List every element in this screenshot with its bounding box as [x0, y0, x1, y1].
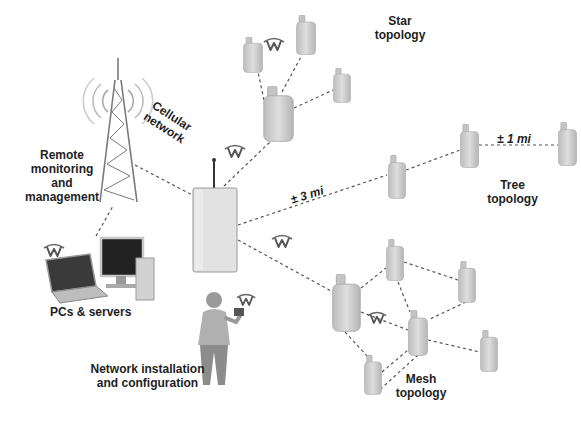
mesh-link — [428, 302, 466, 320]
brand-logo — [237, 294, 255, 305]
gateway-unit — [193, 158, 237, 272]
star-link — [294, 90, 333, 108]
star-link — [282, 55, 302, 92]
computers — [46, 238, 154, 303]
radio-device — [460, 124, 478, 167]
dashed-links — [96, 55, 558, 395]
cellular-link — [135, 165, 198, 198]
tree-link — [406, 150, 460, 170]
radio-device — [364, 355, 381, 395]
radio-device — [333, 68, 350, 103]
text-label: ± 3 mi — [289, 183, 326, 206]
brand-logos — [44, 39, 386, 324]
tree-uplink — [238, 175, 387, 225]
text-label: PCs & servers — [50, 305, 131, 319]
mesh-link — [345, 332, 368, 357]
brand-logo — [368, 312, 386, 323]
text-label: Star topology — [365, 14, 435, 42]
radio-device — [409, 310, 428, 355]
mesh-link — [404, 262, 458, 280]
pc-link — [96, 206, 113, 236]
brand-logo — [44, 245, 64, 257]
radio-device — [388, 155, 405, 198]
text-label: Tree topology — [480, 178, 545, 206]
mesh-link — [428, 340, 480, 352]
brand-logo — [264, 39, 284, 51]
star-uplink — [224, 142, 270, 186]
brand-logo — [225, 146, 245, 158]
radio-device — [244, 37, 263, 73]
cell-tower — [83, 58, 152, 202]
star-link — [258, 72, 264, 100]
text-label: Network installation and configuration — [80, 362, 215, 390]
radio-device — [297, 15, 316, 55]
text-label: Mesh topology — [390, 372, 452, 400]
radio-device — [386, 239, 403, 280]
radio-device — [558, 122, 576, 165]
mesh-link — [361, 312, 408, 330]
text-label: ± 1 mi — [497, 132, 531, 146]
radio-device — [264, 86, 293, 141]
radio-device — [480, 330, 497, 371]
mesh-link — [361, 268, 386, 288]
installer-person — [198, 292, 244, 385]
radio-device — [458, 261, 475, 302]
radio-device — [333, 274, 361, 331]
text-label: Remote monitoring and management — [22, 148, 102, 204]
mesh-link — [398, 282, 410, 312]
text-label: Cellular network — [135, 94, 201, 150]
mesh-link — [382, 350, 408, 372]
radio-devices — [244, 15, 577, 395]
brand-logo — [272, 236, 292, 248]
